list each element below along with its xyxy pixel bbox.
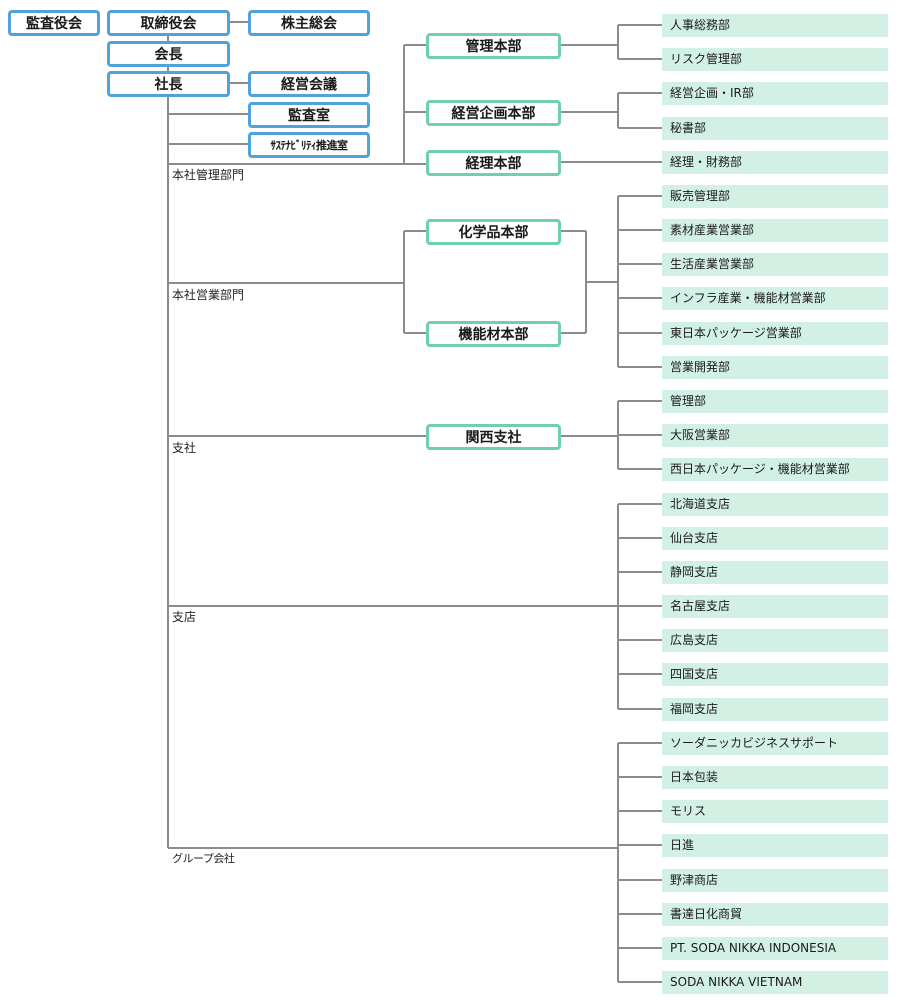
department-item: インフラ産業・機能材営業部 (662, 287, 888, 310)
shareholders-meeting-box: 株主総会 (248, 10, 370, 36)
management-meeting-box: 経営会議 (248, 71, 370, 97)
category-hq-sales: 本社営業部門 (172, 288, 245, 302)
sustainability-office-box: ｻｽﾃﾅﾋﾞﾘﾃｨ推進室 (248, 132, 370, 158)
department-item: リスク管理部 (662, 48, 888, 71)
audit-office-box: 監査室 (248, 102, 370, 128)
division-accounting: 経理本部 (426, 150, 561, 176)
department-item: 素材産業営業部 (662, 219, 888, 242)
group-company-item: 書達日化商貿 (662, 903, 888, 926)
branch-item: 名古屋支店 (662, 595, 888, 618)
department-item: 大阪営業部 (662, 424, 888, 447)
branch-item: 北海道支店 (662, 493, 888, 516)
department-item: 営業開発部 (662, 356, 888, 379)
category-branches: 支店 (172, 610, 197, 624)
department-item: 管理部 (662, 390, 888, 413)
category-group-companies: グループ会社 (172, 852, 235, 865)
group-company-item: 日本包装 (662, 766, 888, 789)
group-company-item: 日進 (662, 834, 888, 857)
branch-item: 四国支店 (662, 663, 888, 686)
department-item: 西日本パッケージ・機能材営業部 (662, 458, 888, 481)
branch-item: 仙台支店 (662, 527, 888, 550)
group-company-item: モリス (662, 800, 888, 823)
chairman-box: 会長 (107, 41, 230, 67)
department-item: 生活産業営業部 (662, 253, 888, 276)
group-company-item: SODA NIKKA VIETNAM (662, 971, 888, 994)
department-item: 東日本パッケージ営業部 (662, 322, 888, 345)
president-box: 社長 (107, 71, 230, 97)
department-item: 人事総務部 (662, 14, 888, 37)
group-company-item: ソーダニッカビジネスサポート (662, 732, 888, 755)
branch-item: 静岡支店 (662, 561, 888, 584)
division-chemicals: 化学品本部 (426, 219, 561, 245)
category-hq-admin: 本社管理部門 (172, 168, 245, 182)
division-planning: 経営企画本部 (426, 100, 561, 126)
department-item: 経営企画・IR部 (662, 82, 888, 105)
division-functional-materials: 機能材本部 (426, 321, 561, 347)
board-of-directors-box: 取締役会 (107, 10, 230, 36)
department-item: 経理・財務部 (662, 151, 888, 174)
category-branch-office: 支社 (172, 441, 197, 455)
department-item: 販売管理部 (662, 185, 888, 208)
group-company-item: 野津商店 (662, 869, 888, 892)
group-company-item: PT. SODA NIKKA INDONESIA (662, 937, 888, 960)
audit-board-box: 監査役会 (8, 10, 100, 36)
branch-item: 広島支店 (662, 629, 888, 652)
department-item: 秘書部 (662, 117, 888, 140)
division-kansai: 関西支社 (426, 424, 561, 450)
branch-item: 福岡支店 (662, 698, 888, 721)
division-admin: 管理本部 (426, 33, 561, 59)
